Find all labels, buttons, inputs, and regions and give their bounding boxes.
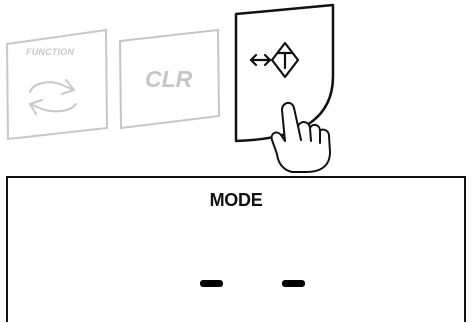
readout-dash-segment [200,280,223,287]
clear-key-label: CLR [145,66,193,92]
cycle-arrows-icon [29,79,77,115]
lcd-display: MODE [6,176,466,322]
tare-key[interactable] [234,3,335,143]
function-key[interactable] [5,28,109,141]
keypad [5,3,335,173]
tare-arrow-icon [249,41,300,79]
mode-indicator: MODE [209,190,263,210]
clear-key[interactable] [118,28,221,130]
readout-dash-segment [282,280,305,287]
function-key-label: FUNCTION [26,47,75,57]
pressing-hand-icon [270,102,331,173]
